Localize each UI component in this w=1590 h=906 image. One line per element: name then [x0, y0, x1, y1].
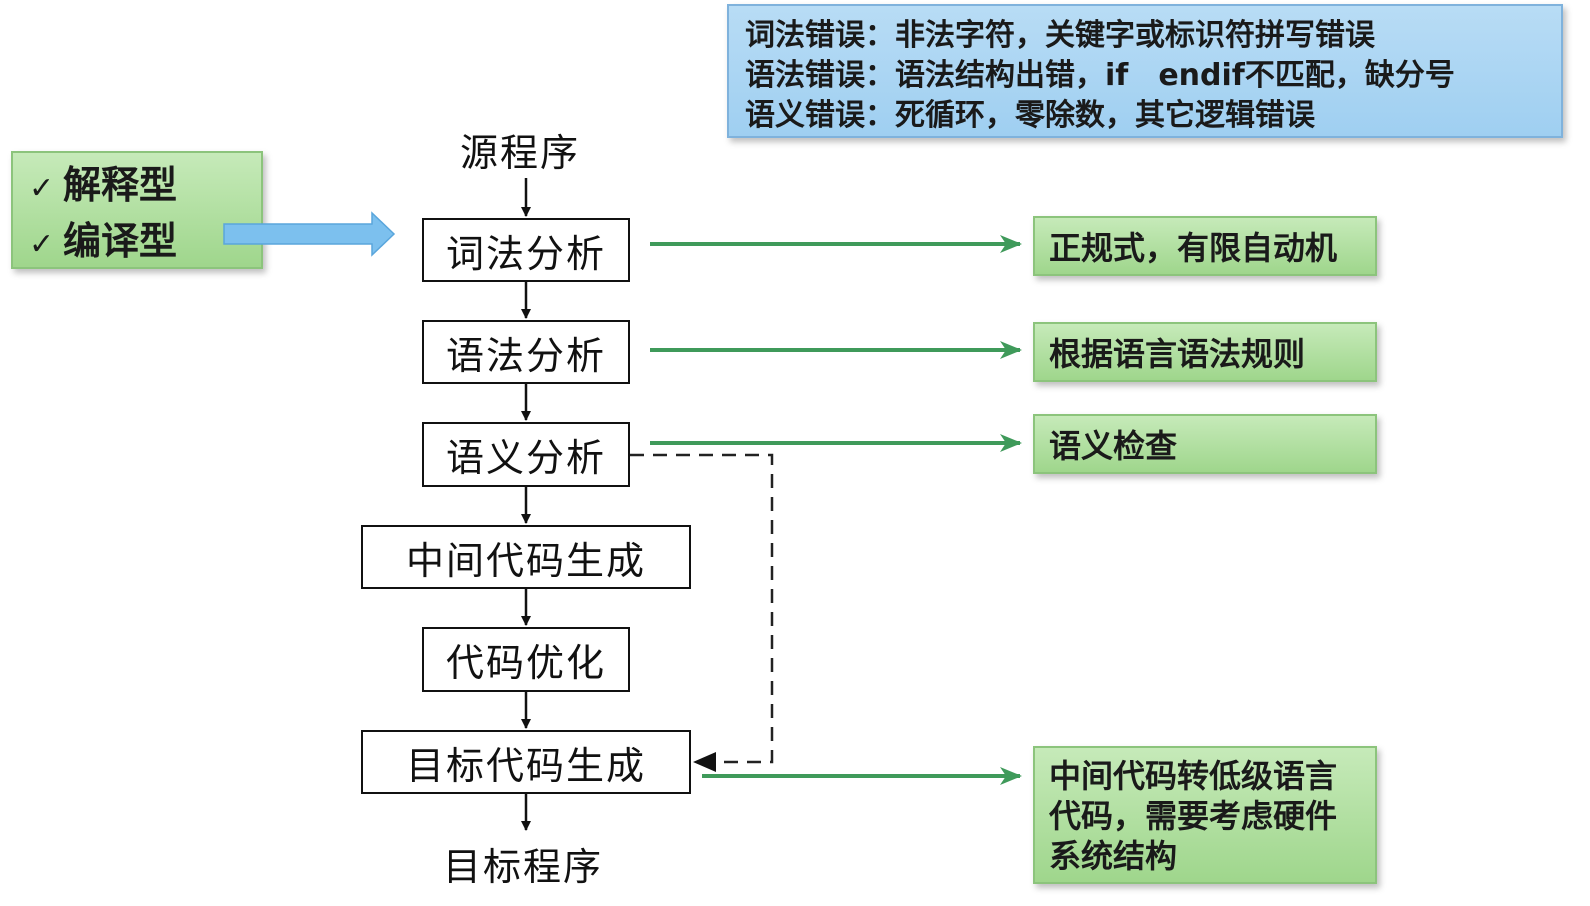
- stage-semantic: 语义分析: [422, 422, 630, 487]
- semantic-dashed-path: [630, 453, 774, 764]
- dashed-arrowhead-icon: [693, 752, 716, 772]
- type-compiler-label: 编译型: [63, 219, 178, 263]
- stage-lexical: 词法分析: [422, 218, 630, 282]
- source-program-label: 源程序: [460, 131, 581, 175]
- stage-syntax-label: 语法分析: [445, 333, 606, 378]
- target-program-label: 目标程序: [443, 845, 604, 889]
- note-codegen-line: 系统结构: [1049, 837, 1178, 875]
- note-codegen: 中间代码转低级语言 代码，需要考虑硬件 系统结构: [1033, 746, 1377, 884]
- stage-target-code: 目标代码生成: [361, 730, 691, 794]
- note-semantic-text: 语义检查: [1049, 427, 1178, 465]
- lexical-error-text: 词法错误：非法字符，关键字或标识符拼写错误: [745, 18, 1375, 53]
- stage-intermediate-code: 中间代码生成: [361, 525, 691, 589]
- type-interpreter: ✓解释型: [29, 159, 261, 215]
- stage-optimization-label: 代码优化: [445, 641, 606, 685]
- note-syntax-text: 根据语言语法规则: [1049, 335, 1306, 373]
- stage-lexical-label: 词法分析: [445, 231, 606, 276]
- stage-syntax: 语法分析: [422, 320, 630, 384]
- stage-semantic-label: 语义分析: [445, 436, 606, 480]
- syntax-error-text: 语法错误：语法结构出错，if endif不匹配，缺分号: [745, 58, 1455, 93]
- stage-optimization: 代码优化: [422, 627, 630, 692]
- error-types-box: 词法错误：非法字符，关键字或标识符拼写错误 语法错误：语法结构出错，if end…: [727, 4, 1563, 138]
- type-compiler: ✓编译型: [29, 215, 261, 271]
- check-icon: ✓: [29, 227, 55, 262]
- stage-target-code-label: 目标代码生成: [405, 743, 646, 788]
- note-lexical: 正规式，有限自动机: [1033, 216, 1377, 276]
- semantic-error-text: 语义错误：死循环，零除数，其它逻辑错误: [745, 98, 1315, 133]
- translator-types-box: ✓解释型 ✓编译型: [11, 151, 263, 269]
- note-codegen-line: 中间代码转低级语言: [1049, 757, 1338, 795]
- note-syntax: 根据语言语法规则: [1033, 322, 1377, 382]
- type-interpreter-label: 解释型: [63, 163, 178, 207]
- blue-arrow-icon: [223, 211, 396, 257]
- note-codegen-line: 代码，需要考虑硬件: [1049, 797, 1338, 835]
- note-semantic: 语义检查: [1033, 414, 1377, 474]
- check-icon: ✓: [29, 171, 55, 206]
- note-lexical-text: 正规式，有限自动机: [1049, 229, 1338, 267]
- stage-intermediate-code-label: 中间代码生成: [405, 538, 646, 583]
